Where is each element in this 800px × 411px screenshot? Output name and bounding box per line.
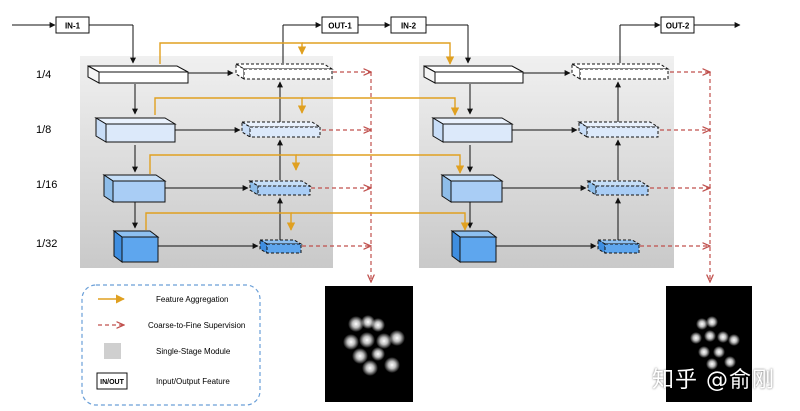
- legend-io-swatch: [96, 372, 128, 390]
- out2-box: OUT-2: [660, 16, 695, 34]
- in2-label: IN-2: [401, 22, 417, 31]
- stage1-supervision: [302, 72, 371, 282]
- legend-aggregation-label: Feature Aggregation: [156, 295, 229, 304]
- heatmap-output-2: [666, 286, 752, 402]
- out1-label: OUT-1: [328, 22, 352, 31]
- stage2-connections: [467, 70, 621, 249]
- stage2-encoder-thirtysecond: [450, 230, 498, 263]
- stage2-decoder-eighth: [577, 121, 660, 138]
- stage1-encoder-thirtysecond: [112, 230, 160, 263]
- scale-label-eighth: 1/8: [36, 124, 51, 136]
- stage1-encoder-eighth: [94, 117, 177, 143]
- stage2-encoder-eighth: [431, 117, 514, 143]
- scale-label-thirtysecond: 1/32: [36, 238, 57, 250]
- stage1-encoder-quarter: [87, 65, 189, 84]
- stage2-encoder-sixteenth: [440, 174, 504, 203]
- legend-module-label: Single-Stage Module: [156, 347, 231, 356]
- stage2-aggregation: [291, 42, 470, 231]
- in1-box: IN-1: [55, 16, 90, 34]
- stage1-aggregation: [145, 42, 307, 231]
- stage2-decoder-quarter: [570, 63, 670, 80]
- scale-label-quarter: 1/4: [36, 69, 51, 81]
- legend-supervision-label: Coarse-to-Fine Supervision: [148, 321, 245, 330]
- in2-box: IN-2: [390, 16, 427, 34]
- watermark-text: 知乎 @俞刚: [652, 368, 775, 393]
- stage1-encoder-sixteenth: [102, 174, 167, 203]
- stage2-encoder-quarter: [423, 65, 524, 84]
- stage1-decoder-sixteenth: [248, 180, 312, 196]
- legend-module-swatch: [104, 343, 121, 359]
- stage1-decoder-thirtysecond: [258, 239, 303, 254]
- stage2-decoder-thirtysecond: [596, 239, 641, 254]
- stage1-decoder-quarter: [234, 63, 334, 80]
- heatmap-output-1: [325, 286, 413, 402]
- legend-io-label: Input/Output Feature: [156, 377, 230, 386]
- out2-label: OUT-2: [666, 22, 690, 31]
- out1-box: OUT-1: [321, 16, 359, 34]
- stage2-decoder-sixteenth: [586, 180, 650, 196]
- stage1-decoder-eighth: [240, 121, 322, 138]
- legend-io-box-label: IN/OUT: [100, 379, 124, 386]
- in1-label: IN-1: [65, 22, 81, 31]
- scale-label-sixteenth: 1/16: [36, 179, 57, 191]
- stage2-supervision: [640, 72, 710, 282]
- stage1-connections: [132, 70, 283, 249]
- legend: Feature Aggregation Coarse-to-Fine Super…: [81, 284, 261, 406]
